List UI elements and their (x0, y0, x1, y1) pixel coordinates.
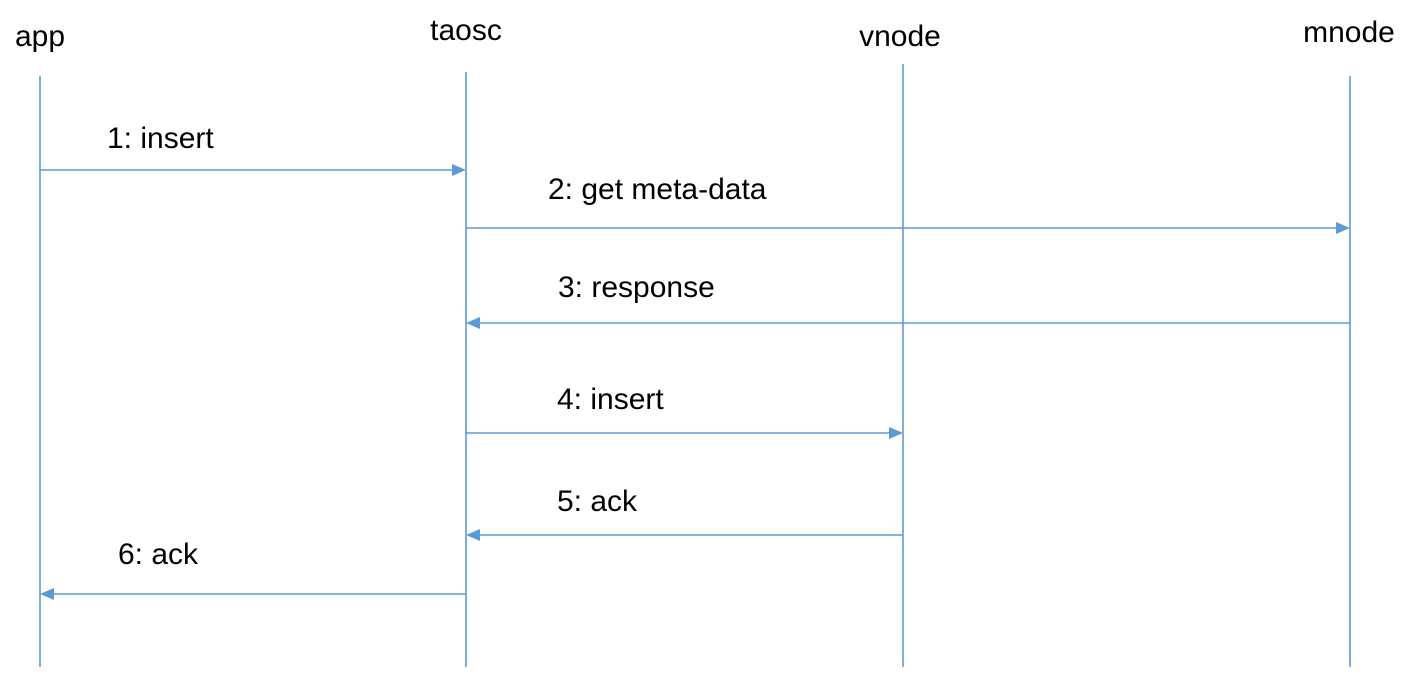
message-label-3-response: 3: response (558, 271, 715, 304)
arrowhead-icon (466, 317, 480, 329)
message-arrows (40, 164, 1350, 600)
message-label-5-ack: 5: ack (557, 485, 638, 518)
arrowhead-icon (452, 164, 466, 176)
arrowhead-icon (40, 588, 54, 600)
message-label-4-insert: 4: insert (557, 383, 664, 416)
message-label-6-ack: 6: ack (118, 538, 199, 571)
message-label-1-insert: 1: insert (107, 122, 214, 155)
participant-taosc: taosc (430, 14, 502, 47)
arrowhead-icon (1336, 222, 1350, 234)
arrowhead-icon (466, 529, 480, 541)
participant-vnode: vnode (859, 20, 941, 53)
participant-mnode: mnode (1303, 16, 1395, 49)
lifelines (39, 64, 1351, 667)
participant-app: app (14, 20, 66, 53)
message-label-2-get-meta-data: 2: get meta-data (548, 173, 767, 206)
arrowhead-icon (889, 427, 903, 439)
